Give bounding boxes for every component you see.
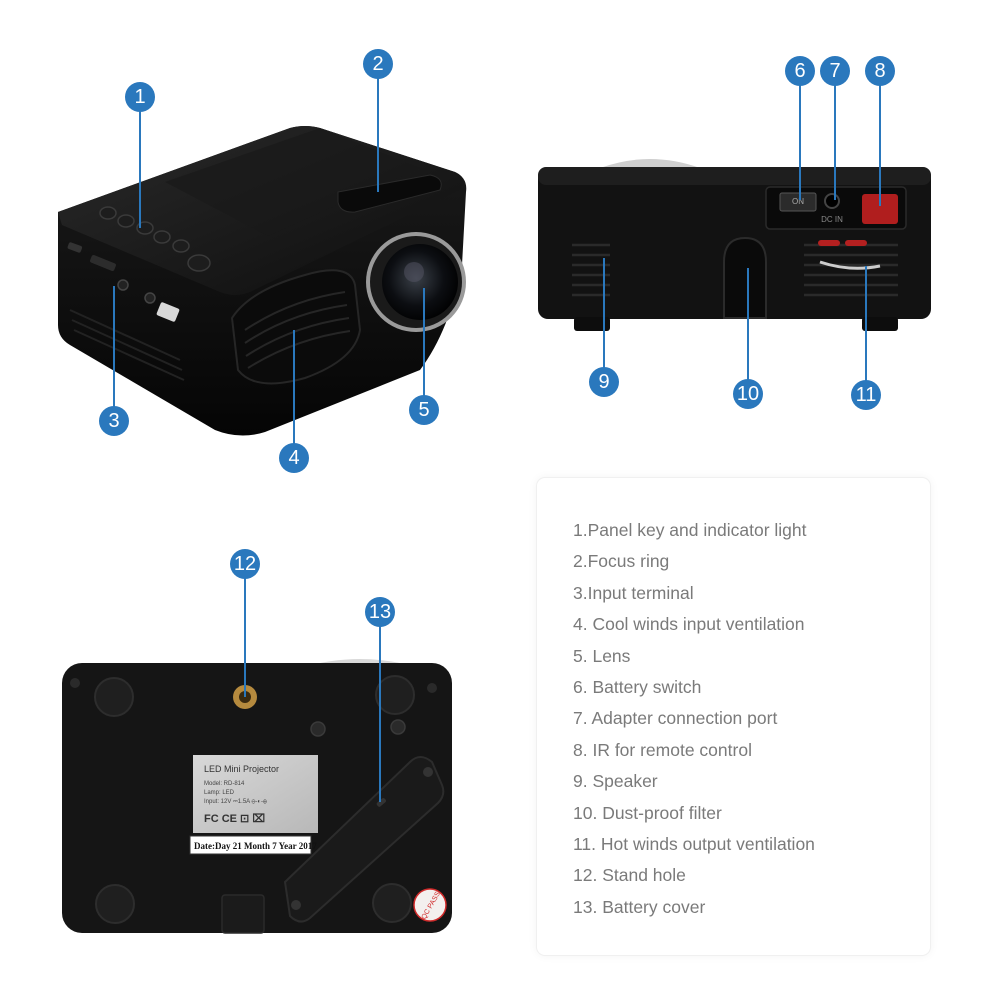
legend-item: 8. IR for remote control xyxy=(573,739,752,760)
spec-label-model: Model: RD-814 xyxy=(204,781,245,787)
callout-6: 6 xyxy=(785,56,815,86)
projector-rear-view: ON DC IN xyxy=(538,159,931,331)
battery-switch[interactable] xyxy=(779,192,817,212)
switch-label: ON xyxy=(792,197,804,206)
qc-pass-seal: QC PASS xyxy=(413,888,447,922)
callout-11: 11 xyxy=(851,380,881,410)
projector-bottom-view: LED Mini Projector Model: RD-814 Lamp: L… xyxy=(62,659,452,934)
focus-ring-slot xyxy=(337,174,442,213)
projector-front-view xyxy=(58,126,467,436)
legend-panel: 1.Panel key and indicator light 2.Focus … xyxy=(537,478,930,955)
cool-wind-vent xyxy=(230,269,362,385)
callout-13: 13 xyxy=(365,597,395,627)
adapter-port[interactable] xyxy=(824,193,840,209)
callout-9-number: 9 xyxy=(598,371,609,393)
legend-item: 12. Stand hole xyxy=(573,865,686,886)
legend-item: 4. Cool winds input ventilation xyxy=(573,614,805,635)
side-vents xyxy=(69,309,185,381)
callout-2-number: 2 xyxy=(372,53,383,75)
legend-list: 1.Panel key and indicator light 2.Focus … xyxy=(573,515,815,923)
certification-marks: FC CE ⊡ ⌧ xyxy=(204,813,265,825)
legend-item: 1.Panel key and indicator light xyxy=(573,520,807,540)
panel-keys xyxy=(99,206,211,272)
callout-8-number: 8 xyxy=(874,60,885,82)
callout-3-number: 3 xyxy=(108,410,119,432)
callout-2: 2 xyxy=(363,49,393,79)
callout-5: 5 xyxy=(409,395,439,425)
callout-12: 12 xyxy=(230,549,260,579)
callout-6-number: 6 xyxy=(794,60,805,82)
callout-3: 3 xyxy=(99,406,129,436)
callout-12-number: 12 xyxy=(234,553,256,575)
legend-item: 11. Hot winds output ventilation xyxy=(573,833,815,854)
callout-9: 9 xyxy=(589,367,619,397)
legend-item: 3.Input terminal xyxy=(573,582,694,603)
callout-1: 1 xyxy=(125,82,155,112)
spec-label-title: LED Mini Projector xyxy=(204,764,279,774)
legend-item: 9. Speaker xyxy=(573,771,658,792)
legend-item: 10. Dust-proof filter xyxy=(573,802,722,823)
callout-5-number: 5 xyxy=(418,399,429,421)
ir-window xyxy=(862,194,898,224)
callout-4-number: 4 xyxy=(288,447,299,469)
date-label: Date:Day 21 Month 7 Year 2017 xyxy=(194,841,317,851)
spec-label-input: Input: 12V ⎓1.5A ⊖-◐-⊕ xyxy=(204,799,267,805)
dust-filter xyxy=(723,236,767,319)
callout-4: 4 xyxy=(279,443,309,473)
callout-7-number: 7 xyxy=(829,60,840,82)
legend-item: 6. Battery switch xyxy=(573,676,702,697)
port-label: DC IN xyxy=(821,215,843,224)
leader-lines xyxy=(113,64,881,802)
projector-lens xyxy=(366,232,466,332)
rubber-feet xyxy=(94,675,415,924)
legend-item: 7. Adapter connection port xyxy=(573,708,778,729)
spec-label: LED Mini Projector Model: RD-814 Lamp: L… xyxy=(189,755,318,855)
callout-10: 10 xyxy=(733,379,763,409)
legend-item: 5. Lens xyxy=(573,645,631,666)
spec-label-lamp: Lamp: LED xyxy=(204,790,235,796)
callout-10-number: 10 xyxy=(737,383,759,405)
callout-8: 8 xyxy=(865,56,895,86)
input-terminal-ports xyxy=(67,242,180,322)
callout-markers: 1 2 3 4 5 6 7 8 9 10 11 12 13 xyxy=(99,49,895,627)
callout-7: 7 xyxy=(820,56,850,86)
callout-13-number: 13 xyxy=(369,601,391,623)
callout-11-number: 11 xyxy=(856,384,877,406)
battery-cover xyxy=(283,756,445,923)
legend-item: 2.Focus ring xyxy=(573,551,670,572)
legend-item: 13. Battery cover xyxy=(573,896,706,917)
callout-1-number: 1 xyxy=(134,86,145,108)
